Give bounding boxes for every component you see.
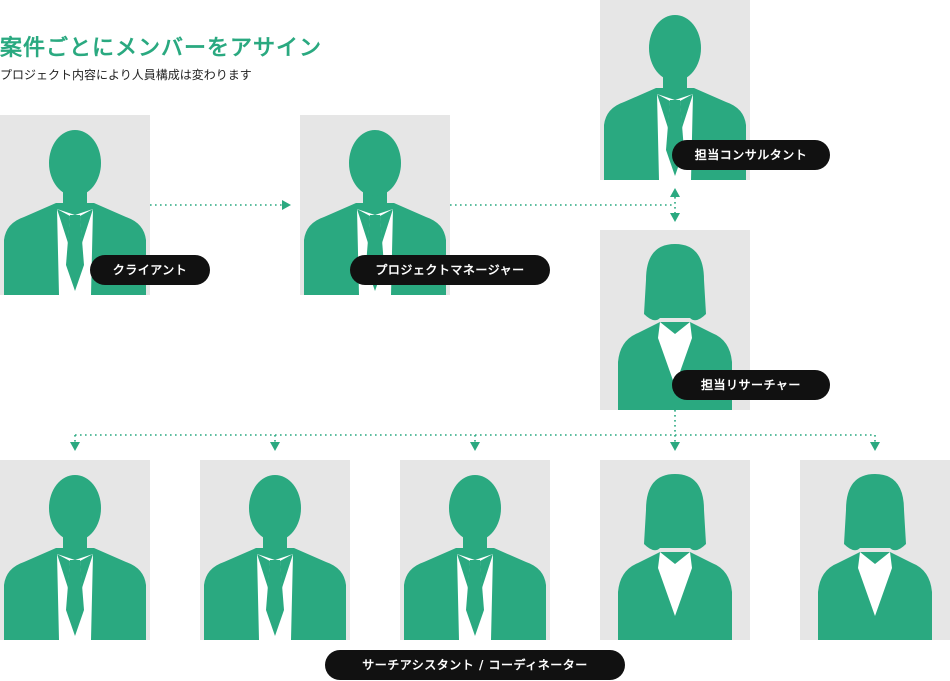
- male-person-icon: [404, 475, 546, 640]
- arrow-down-icon: [670, 442, 680, 451]
- assistant-photo-3: [400, 460, 550, 640]
- male-person-icon: [204, 475, 346, 640]
- female-person-icon: [818, 474, 932, 640]
- female-person-icon: [618, 474, 732, 640]
- page-title: 案件ごとにメンバーをアサイン: [0, 36, 323, 61]
- arrow-down-icon: [70, 442, 80, 451]
- consultant-label: 担当コンサルタント: [672, 140, 830, 170]
- male-person-icon: [4, 475, 146, 640]
- project-manager-label: プロジェクトマネージャー: [350, 255, 550, 285]
- arrow-up-icon: [670, 188, 680, 197]
- assistant-photo-4: [600, 460, 750, 640]
- assistant-photo-5: [800, 460, 950, 640]
- assistant-photo-2: [200, 460, 350, 640]
- arrow-down-icon: [270, 442, 280, 451]
- assistants-label: サーチアシスタント / コーディネーター: [325, 650, 625, 680]
- arrow-down-icon: [670, 213, 680, 222]
- page-subtitle: プロジェクト内容により人員構成は変わります: [0, 68, 252, 82]
- client-label: クライアント: [90, 255, 210, 285]
- arrow-down-icon: [470, 442, 480, 451]
- assistant-photo-1: [0, 460, 150, 640]
- researcher-label: 担当リサーチャー: [672, 370, 830, 400]
- arrow-right-icon: [282, 200, 291, 210]
- arrow-down-icon: [870, 442, 880, 451]
